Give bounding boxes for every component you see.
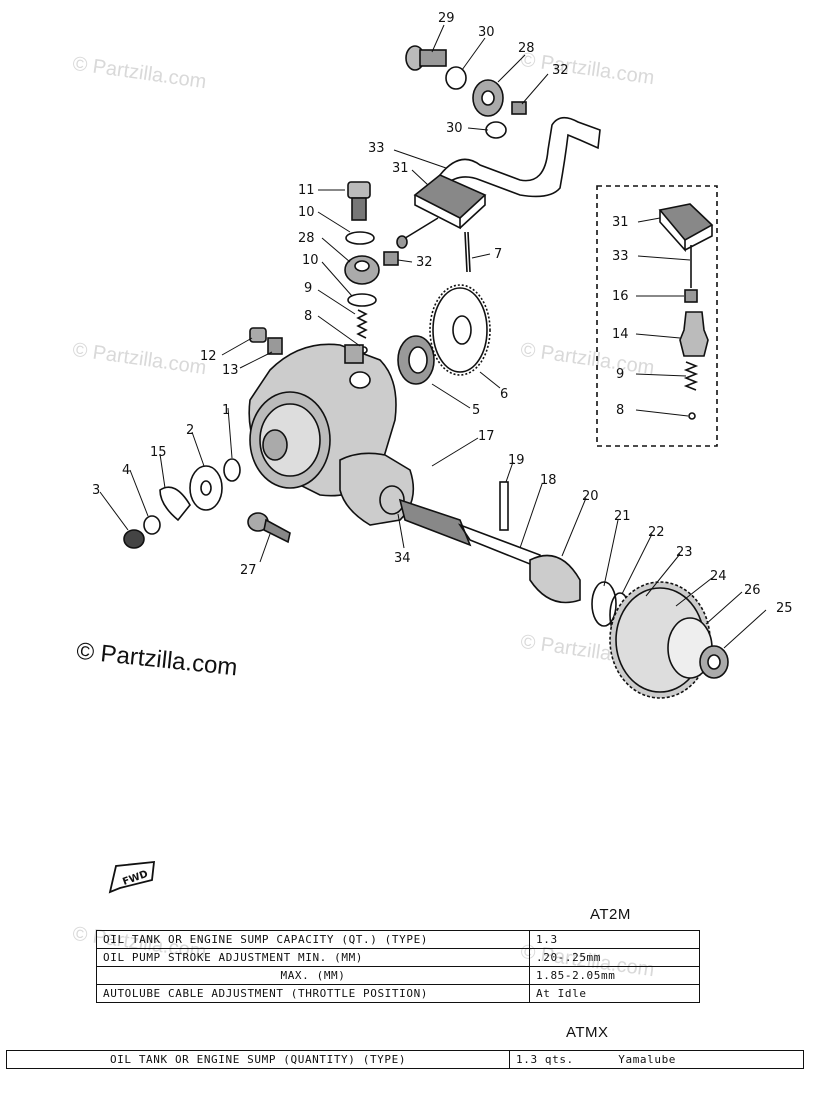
callout-20: 20 bbox=[582, 489, 599, 504]
spec-label: AUTOLUBE CABLE ADJUSTMENT (THROTTLE POSI… bbox=[96, 984, 530, 1003]
spec-value: 1.3 bbox=[529, 930, 700, 949]
plate-2 bbox=[189, 465, 223, 511]
spec-type: Yamalube bbox=[618, 1053, 677, 1066]
callout-34: 34 bbox=[394, 551, 411, 566]
plate-31 bbox=[413, 174, 487, 219]
callout-23: 23 bbox=[676, 545, 693, 560]
callout-7: 7 bbox=[494, 247, 502, 262]
callout-18: 18 bbox=[540, 473, 557, 488]
table-row: MAX. (MM) 1.85-2.05mm bbox=[96, 966, 700, 985]
washer-10-lower bbox=[347, 293, 377, 307]
bushing-28 bbox=[472, 79, 504, 117]
callout-13: 13 bbox=[222, 363, 239, 378]
spec-value: At Idle bbox=[529, 984, 700, 1003]
callout-30: 30 bbox=[478, 25, 495, 40]
washer-1 bbox=[223, 458, 241, 482]
plate-15 bbox=[159, 486, 191, 522]
callout-12: 12 bbox=[200, 349, 217, 364]
fwd-label: FWD bbox=[121, 869, 149, 888]
callout-25: 25 bbox=[776, 601, 793, 616]
callout-19: 19 bbox=[508, 453, 525, 468]
pin-7 bbox=[464, 231, 471, 273]
table-row: OIL TANK OR ENGINE SUMP CAPACITY (QT.) (… bbox=[96, 930, 700, 949]
callout-24: 24 bbox=[710, 569, 727, 584]
callout-detail-14: 14 bbox=[612, 327, 629, 342]
callout-detail-33: 33 bbox=[612, 249, 629, 264]
spec-value: 1.3 qts. Yamalube bbox=[509, 1050, 804, 1069]
callout-17: 17 bbox=[478, 429, 495, 444]
washer-30-lower bbox=[485, 121, 507, 139]
callout-29: 29 bbox=[438, 11, 455, 26]
callout-4: 4 bbox=[122, 463, 130, 478]
atmx-spec-table: OIL TANK OR ENGINE SUMP (QUANTITY) (TYPE… bbox=[6, 1050, 804, 1069]
gear-6 bbox=[429, 284, 491, 376]
callout-2: 2 bbox=[186, 423, 194, 438]
callout-31: 31 bbox=[392, 161, 409, 176]
callout-11: 11 bbox=[298, 183, 315, 198]
bolt-29 bbox=[405, 45, 447, 71]
detail-box bbox=[596, 185, 718, 447]
spec-label: OIL TANK OR ENGINE SUMP CAPACITY (QT.) (… bbox=[96, 930, 530, 949]
callout-10-lower: 10 bbox=[302, 253, 319, 268]
screw-12 bbox=[249, 327, 267, 343]
drive-shaft-assembly bbox=[379, 481, 729, 699]
atmx-title: ATMX bbox=[566, 1024, 609, 1041]
nut-3 bbox=[123, 529, 145, 549]
detail-spring-9 bbox=[683, 361, 699, 391]
callout-28-lower: 28 bbox=[298, 231, 315, 246]
washer-13 bbox=[267, 337, 283, 355]
bolt-27 bbox=[247, 512, 291, 544]
callout-detail-16: 16 bbox=[612, 289, 629, 304]
spec-value: .20-.25mm bbox=[529, 948, 700, 967]
callout-21: 21 bbox=[614, 509, 631, 524]
table-row: AUTOLUBE CABLE ADJUSTMENT (THROTTLE POSI… bbox=[96, 984, 700, 1003]
callout-30-lower: 30 bbox=[446, 121, 463, 136]
washer-10 bbox=[345, 231, 375, 245]
at2m-spec-table: OIL TANK OR ENGINE SUMP CAPACITY (QT.) (… bbox=[96, 930, 700, 1003]
callout-8: 8 bbox=[304, 309, 312, 324]
callout-32-lower: 32 bbox=[416, 255, 433, 270]
washer-30 bbox=[445, 66, 467, 90]
detail-ball-8 bbox=[688, 412, 696, 420]
detail-plate-31 bbox=[658, 203, 714, 253]
callout-3: 3 bbox=[92, 483, 100, 498]
spec-label: OIL PUMP STROKE ADJUSTMENT MIN. (MM) bbox=[96, 948, 530, 967]
at2m-title: AT2M bbox=[590, 906, 631, 923]
lever-33 bbox=[439, 116, 601, 198]
callout-22: 22 bbox=[648, 525, 665, 540]
spec-quantity: 1.3 qts. bbox=[516, 1053, 574, 1066]
spec-label: MAX. (MM) bbox=[96, 966, 530, 985]
callout-27: 27 bbox=[240, 563, 257, 578]
callout-detail-31: 31 bbox=[612, 215, 629, 230]
oil-seal-5 bbox=[397, 335, 435, 385]
callout-28: 28 bbox=[518, 41, 535, 56]
bushing-28-lower bbox=[344, 255, 380, 285]
spring-9 bbox=[356, 309, 368, 339]
callout-15: 15 bbox=[150, 445, 167, 460]
forward-arrow-icon: FWD bbox=[108, 860, 156, 894]
callout-detail-8: 8 bbox=[616, 403, 624, 418]
callout-1: 1 bbox=[222, 403, 230, 418]
table-row: OIL PUMP STROKE ADJUSTMENT MIN. (MM) .20… bbox=[96, 948, 700, 967]
detail-nut-16 bbox=[684, 289, 698, 303]
table-row: OIL TANK OR ENGINE SUMP (QUANTITY) (TYPE… bbox=[6, 1050, 804, 1069]
detail-plunger-14 bbox=[679, 311, 709, 357]
spec-value: 1.85-2.05mm bbox=[529, 966, 700, 985]
exploded-parts-diagram: 29 30 28 32 30 33 31 11 10 28 10 32 7 9 … bbox=[92, 11, 793, 699]
oil-pump-body bbox=[248, 343, 415, 526]
callout-5: 5 bbox=[472, 403, 480, 418]
spec-label: OIL TANK OR ENGINE SUMP (QUANTITY) (TYPE… bbox=[6, 1050, 510, 1069]
nut-32 bbox=[511, 101, 527, 115]
callout-32: 32 bbox=[552, 63, 569, 78]
callout-26: 26 bbox=[744, 583, 761, 598]
callout-10: 10 bbox=[298, 205, 315, 220]
callout-6: 6 bbox=[500, 387, 508, 402]
nut-32-lower bbox=[383, 251, 399, 266]
washer-4 bbox=[143, 515, 161, 535]
bolt-11 bbox=[347, 181, 371, 221]
callout-9: 9 bbox=[304, 281, 312, 296]
callout-33: 33 bbox=[368, 141, 385, 156]
callout-detail-9: 9 bbox=[616, 367, 624, 382]
